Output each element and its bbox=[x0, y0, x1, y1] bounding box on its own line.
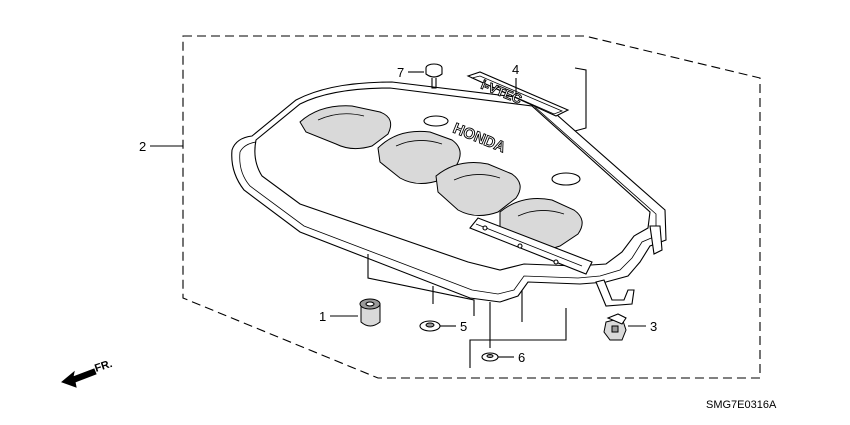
assembly-boundary bbox=[182, 35, 761, 379]
callout-2: 2 bbox=[139, 139, 146, 154]
callout-6: 6 bbox=[518, 350, 525, 365]
callout-5: 5 bbox=[460, 319, 467, 334]
callout-4: 4 bbox=[512, 62, 519, 77]
bracket-lines-parts-1-5 bbox=[367, 254, 475, 316]
drawing-code: SMG7E0316A bbox=[706, 399, 777, 411]
front-direction-arrow-icon bbox=[61, 368, 97, 388]
badge-plate bbox=[466, 71, 570, 117]
clip-part-3 bbox=[603, 313, 627, 341]
callout-7: 7 bbox=[397, 65, 404, 80]
grommet-part-1 bbox=[359, 298, 381, 327]
front-direction-label: FR. bbox=[93, 358, 114, 375]
callout-1: 1 bbox=[319, 309, 326, 324]
nut-part-6 bbox=[481, 352, 499, 362]
fastener-part-7 bbox=[425, 63, 443, 89]
bracket-lines-part-6 bbox=[469, 290, 567, 368]
washer-part-5 bbox=[419, 320, 441, 332]
engine-cover bbox=[231, 81, 667, 307]
callout-3: 3 bbox=[650, 319, 657, 334]
